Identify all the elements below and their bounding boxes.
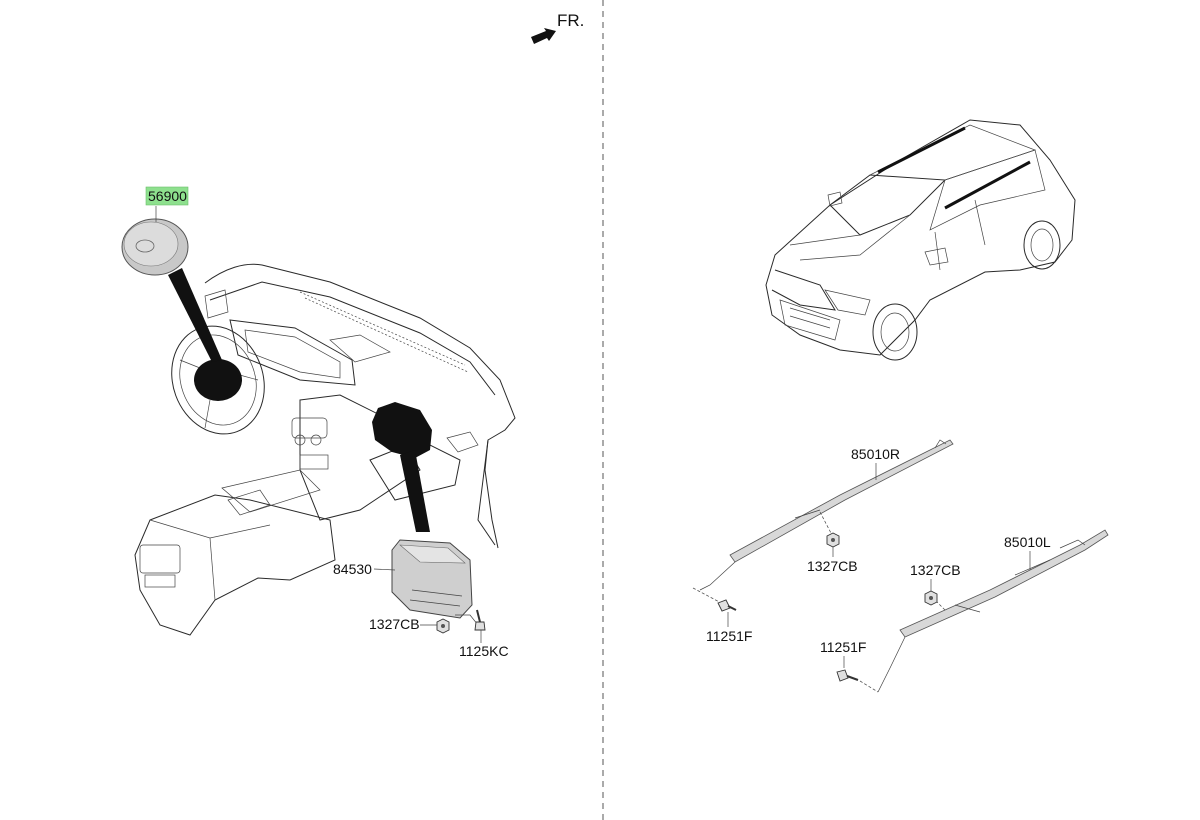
curtain-left-bolt-part-number[interactable]: 11251F xyxy=(820,639,866,655)
driver-airbag-part-highlight xyxy=(145,186,189,206)
curtain-right-part-number[interactable]: 85010R xyxy=(851,446,900,462)
passenger-nut-part-number[interactable]: 1327CB xyxy=(369,616,420,632)
curtain-airbag-right xyxy=(699,439,954,591)
curtain-left-bolt-icon xyxy=(836,669,879,693)
orientation-label: FR. xyxy=(557,11,584,30)
curtain-right-bolt-part-number[interactable]: 11251F xyxy=(706,628,752,644)
curtain-right-bolt-icon xyxy=(692,587,737,612)
curtain-left-part-number[interactable]: 85010L xyxy=(1004,534,1051,550)
driver-airbag-leader xyxy=(168,268,222,362)
curtain-right-nut-part-number[interactable]: 1327CB xyxy=(807,558,858,574)
curtain-left-nut-part-number[interactable]: 1327CB xyxy=(910,562,961,578)
passenger-airbag-module xyxy=(391,539,479,626)
passenger-airbag-leader xyxy=(400,450,430,532)
passenger-airbag-location-marker xyxy=(372,402,432,458)
driver-airbag-part-number[interactable]: 56900 xyxy=(148,188,187,204)
driver-airbag-location-marker xyxy=(194,359,242,401)
front-direction-arrow-icon xyxy=(531,28,556,44)
passenger-bolt-icon xyxy=(474,609,486,631)
curtain-airbag-left xyxy=(877,529,1109,693)
vehicle-illustration xyxy=(765,119,1076,361)
passenger-airbag-part-number[interactable]: 84530 xyxy=(333,561,372,577)
curtain-left-nut-icon xyxy=(924,590,938,606)
driver-airbag-module xyxy=(121,218,189,276)
curtain-right-nut-icon xyxy=(826,532,840,548)
dashboard-illustration xyxy=(134,263,516,636)
passenger-nut-icon xyxy=(436,618,450,634)
passenger-bolt-part-number[interactable]: 1125KC xyxy=(459,643,509,659)
